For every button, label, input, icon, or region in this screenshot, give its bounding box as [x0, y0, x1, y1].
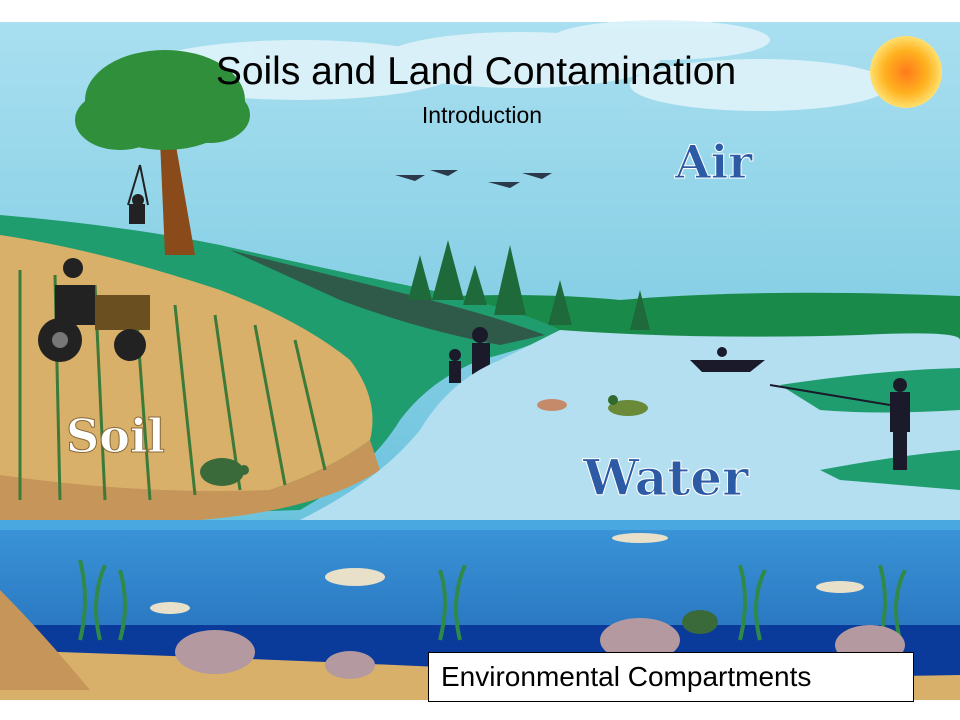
- pine-trees-icon: [408, 240, 650, 330]
- underwater: [0, 530, 960, 630]
- lake-shore-right: [780, 368, 960, 413]
- crop-rows: [18, 270, 327, 501]
- sun-icon: [870, 36, 942, 108]
- page-title: Soils and Land Contamination: [215, 50, 737, 93]
- tree-icon: [75, 50, 250, 255]
- turtle-icon: [200, 458, 249, 486]
- lake-shore-right-lower: [820, 450, 960, 490]
- rowboat-icon: [690, 347, 765, 372]
- seaweed-icon: [78, 559, 907, 641]
- fisherman-icon: [769, 378, 910, 470]
- water-surface: [0, 520, 960, 532]
- air-label: Air: [674, 135, 753, 189]
- soil-edge: [0, 440, 380, 525]
- fish-icon: [150, 533, 864, 614]
- swing-person-icon: [127, 164, 149, 224]
- dark-ridge: [230, 250, 545, 345]
- tractor-icon: [38, 258, 150, 362]
- lake: [300, 330, 960, 520]
- turtle-underwater-icon: [682, 610, 718, 634]
- page-subtitle: Introduction: [421, 102, 543, 128]
- water-label: Water: [582, 448, 749, 507]
- soil-label: Soil: [66, 409, 165, 463]
- caption-box: Environmental Compartments: [428, 652, 914, 702]
- ducks-icon: [537, 395, 648, 416]
- birds-icon: [395, 170, 552, 188]
- left-bank: [0, 590, 90, 690]
